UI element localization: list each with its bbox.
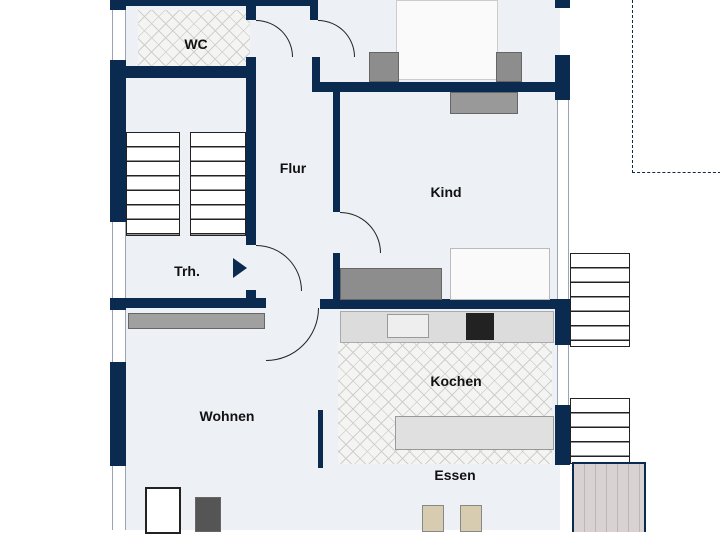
stairs	[190, 132, 246, 236]
wall	[110, 0, 315, 6]
kitchen-counter	[340, 311, 554, 343]
window	[557, 345, 569, 405]
room-label-kind: Kind	[430, 184, 462, 200]
wall	[555, 300, 570, 345]
wall	[555, 405, 570, 465]
wall	[120, 298, 266, 308]
wall	[246, 57, 256, 245]
room-label-flur: Flur	[279, 160, 307, 176]
wall	[555, 55, 570, 100]
wc-tiles	[138, 10, 250, 66]
bed	[396, 0, 498, 80]
wall	[555, 0, 570, 8]
outside-stairs	[570, 398, 630, 464]
window	[112, 466, 126, 530]
room-label-wc: WC	[184, 36, 208, 52]
outside-stairs	[570, 253, 630, 347]
chair	[460, 505, 482, 532]
wardrobe	[340, 268, 442, 300]
wall	[333, 92, 340, 212]
wall	[318, 410, 323, 468]
wall	[312, 82, 570, 92]
bed	[450, 248, 550, 300]
wall	[312, 57, 320, 92]
wall	[110, 362, 126, 466]
room-label-wohnen: Wohnen	[199, 408, 255, 424]
terrace-outline	[632, 0, 720, 173]
side-table	[195, 497, 221, 532]
window	[112, 10, 126, 60]
wall	[110, 60, 126, 222]
wall	[246, 6, 256, 20]
wall	[333, 253, 340, 308]
window	[112, 222, 126, 298]
nightstand	[496, 52, 522, 82]
window	[112, 310, 126, 362]
desk	[450, 92, 518, 114]
wall	[120, 66, 256, 78]
window	[557, 100, 569, 300]
nightstand	[369, 52, 399, 82]
chair	[422, 505, 444, 532]
sideboard	[128, 313, 265, 329]
kitchen-island	[395, 416, 554, 450]
sink-icon	[387, 314, 429, 338]
stove-icon	[466, 313, 494, 340]
room-label-essen: Essen	[434, 467, 476, 483]
room-label-kochen: Kochen	[430, 373, 482, 389]
room-label-treppenhaus: Trh.	[174, 263, 200, 279]
armchair	[145, 487, 181, 534]
wall	[310, 0, 318, 20]
entry-arrow-icon	[233, 258, 247, 278]
balcony	[572, 462, 646, 532]
stairs	[126, 132, 180, 236]
wall	[320, 299, 570, 309]
